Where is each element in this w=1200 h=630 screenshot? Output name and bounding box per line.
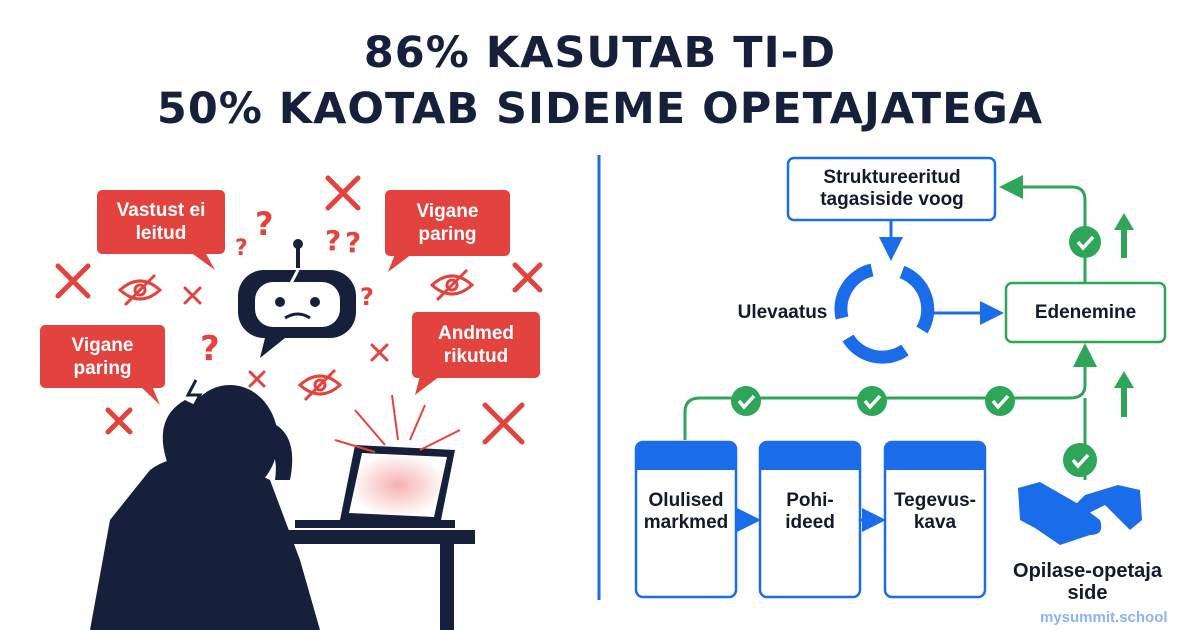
column-notes: Olulised markmed (643, 490, 729, 533)
svg-text:?: ? (345, 226, 361, 259)
column-main-ideas: Pohi-ideed (785, 490, 835, 533)
svg-text:?: ? (255, 205, 274, 243)
headline-line1: 86% KASUTAB TI-D (363, 28, 837, 78)
feedback-box-label: Struktureeritud tagasiside voog (820, 167, 964, 210)
x-mark-icons (55, 175, 543, 445)
cycle-label: Ulevaatus (737, 302, 828, 323)
step-columns (634, 440, 987, 599)
robot-broken-icon (238, 239, 356, 358)
up-arrow-icons (1114, 213, 1134, 417)
relationship-label: Opilase-opetaja side (1013, 560, 1162, 604)
feedback-box (786, 156, 997, 222)
svg-text:?: ? (235, 236, 248, 261)
bubble-bad-query: Vigane paring (416, 201, 479, 245)
svg-text:?: ? (325, 224, 341, 257)
svg-text:?: ? (200, 329, 220, 369)
svg-text:?: ? (360, 283, 374, 311)
bubble-data-corrupted: Andmed rikutud (438, 323, 514, 367)
eye-slash-icons (117, 268, 475, 402)
error-bubbles (40, 190, 540, 405)
laptop-icon (295, 394, 461, 528)
bubble-no-answer: Vastust ei leitud (116, 200, 206, 244)
bubble-bad-query-2: Vigane paring (71, 335, 134, 379)
frustrated-person-icon (90, 379, 320, 630)
progress-label: Edenemine (1034, 302, 1137, 323)
headline-line2: 50% KAOTAB SIDEME OPETAJATEGA (156, 84, 1044, 134)
column-action-plan: Tegevus-kava (893, 490, 976, 533)
check-icons (731, 226, 1101, 477)
desk (280, 530, 475, 630)
question-mark-icons: ?? ?? ?? (200, 205, 374, 369)
watermark: mysummit.school (1040, 609, 1168, 626)
handshake-icon (1018, 482, 1142, 545)
cycle-arrows-icon (834, 263, 935, 364)
